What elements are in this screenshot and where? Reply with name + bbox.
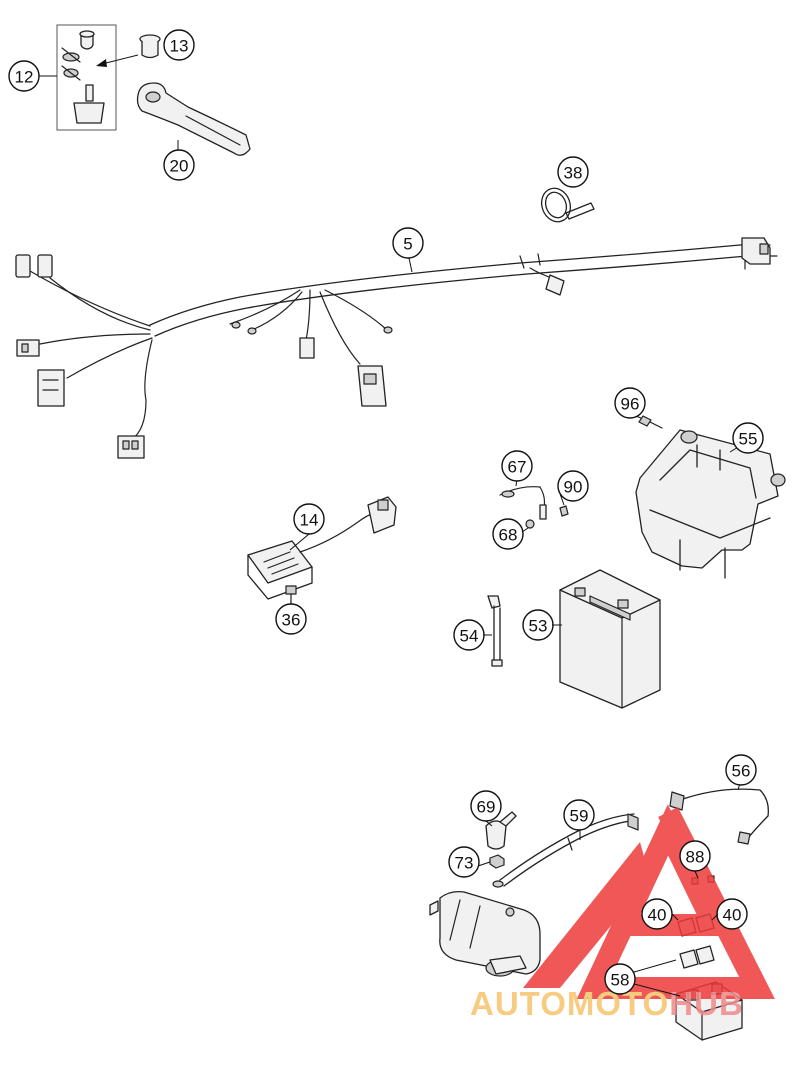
svg-text:5: 5 [403,235,412,254]
callout-13: 13 [163,29,195,61]
callout-73: 73 [448,846,480,878]
callout-55: 55 [732,422,764,454]
svg-text:73: 73 [455,854,474,873]
svg-text:14: 14 [300,511,319,530]
svg-text:36: 36 [282,611,301,630]
svg-text:58: 58 [611,971,630,990]
callout-40-right: 40 [716,898,748,930]
callout-54: 54 [453,619,485,651]
svg-text:38: 38 [564,164,583,183]
svg-text:67: 67 [508,458,527,477]
callout-14: 14 [293,503,325,535]
nut-73 [489,854,505,869]
ground-cable [499,477,569,529]
watermark-automoto: AUTOMOTO [470,985,669,1022]
callout-36: 36 [275,603,307,635]
svg-text:69: 69 [477,798,496,817]
callout-5: 5 [392,227,424,259]
svg-text:20: 20 [170,157,189,176]
kill-switch-assembly [31,24,251,156]
callout-67: 67 [501,450,533,482]
callout-69: 69 [470,790,502,822]
svg-text:AUTOMOTOHUB: AUTOMOTOHUB [470,985,744,1022]
callout-90: 90 [557,470,589,502]
callout-96: 96 [614,387,646,419]
callout-68: 68 [492,518,524,550]
callout-53: 53 [522,609,554,641]
callout-38: 38 [557,156,589,188]
svg-text:53: 53 [529,617,548,636]
svg-text:55: 55 [739,430,758,449]
watermark-logo: AUTOMOTOHUB [470,804,775,1022]
callout-88: 88 [679,840,711,872]
battery [559,569,661,709]
svg-text:88: 88 [686,848,705,867]
svg-text:12: 12 [15,68,34,87]
starter-cable-56 [669,782,769,845]
svg-text:68: 68 [499,526,518,545]
callout-12: 12 [8,60,40,92]
svg-text:40: 40 [648,906,667,925]
watermark-hub: HUB [669,985,744,1022]
terminal-cap [485,811,517,850]
callout-56: 56 [725,754,757,786]
starter-motor [429,890,541,977]
watermark-triangle [576,804,775,999]
battery-box [632,414,786,579]
main-wiring-harness [15,237,778,459]
svg-text:56: 56 [732,762,751,781]
callout-40-left: 40 [641,898,673,930]
svg-text:96: 96 [621,395,640,414]
voltage-regulator [247,496,397,607]
svg-text:13: 13 [170,37,189,56]
callout-59: 59 [563,799,595,831]
svg-text:40: 40 [723,906,742,925]
battery-strap [487,595,503,667]
svg-text:90: 90 [564,478,583,497]
svg-text:54: 54 [460,627,479,646]
callout-58: 58 [604,963,636,995]
svg-text:59: 59 [570,807,589,826]
callout-20: 20 [163,149,195,181]
